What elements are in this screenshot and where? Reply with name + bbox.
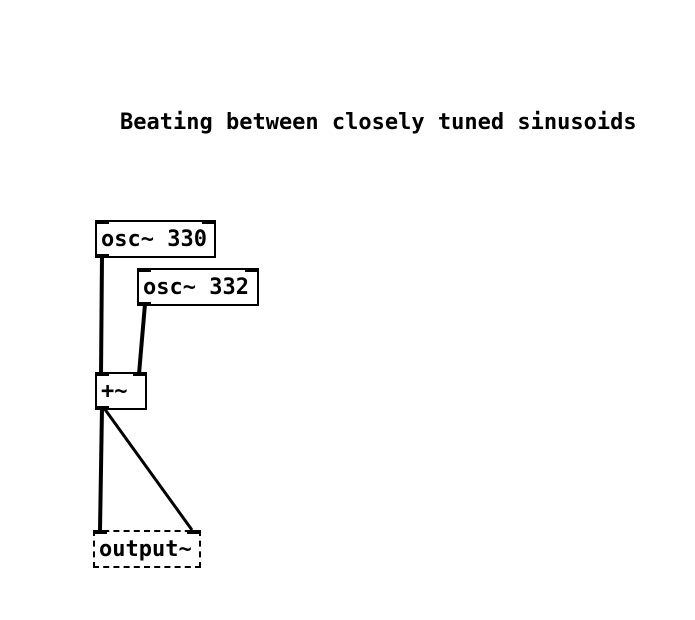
osc-330-object[interactable]: osc~ 330 <box>95 220 216 258</box>
wire-osc332-to-add-right <box>137 303 147 375</box>
osc-332-object[interactable]: osc~ 332 <box>137 268 259 306</box>
osc-332-inlet-right[interactable] <box>245 268 259 272</box>
osc-330-outlet[interactable] <box>95 254 109 258</box>
wire-add-to-output-left <box>98 407 104 531</box>
add-signal-inlet-left[interactable] <box>95 372 109 376</box>
patch-comment: Beating between closely tuned sinusoids <box>120 110 637 135</box>
add-signal-object[interactable]: +~ <box>95 372 147 410</box>
add-signal-outlet[interactable] <box>95 406 109 410</box>
osc-332-inlet-left[interactable] <box>137 268 151 272</box>
wire-add-to-output-right <box>102 407 194 531</box>
osc-332-outlet[interactable] <box>137 302 151 306</box>
osc-330-inlet-left[interactable] <box>95 220 109 224</box>
output-inlet-right[interactable] <box>187 530 201 534</box>
osc-332-label: osc~ 332 <box>143 275 249 300</box>
wire-osc330-to-add-left <box>99 255 104 375</box>
osc-330-label: osc~ 330 <box>101 227 207 252</box>
output-inlet-left[interactable] <box>93 530 107 534</box>
osc-330-inlet-right[interactable] <box>202 220 216 224</box>
output-object[interactable]: output~ <box>93 530 201 568</box>
add-signal-label: +~ <box>101 379 128 404</box>
output-label: output~ <box>99 537 192 562</box>
add-signal-inlet-right[interactable] <box>133 372 147 376</box>
